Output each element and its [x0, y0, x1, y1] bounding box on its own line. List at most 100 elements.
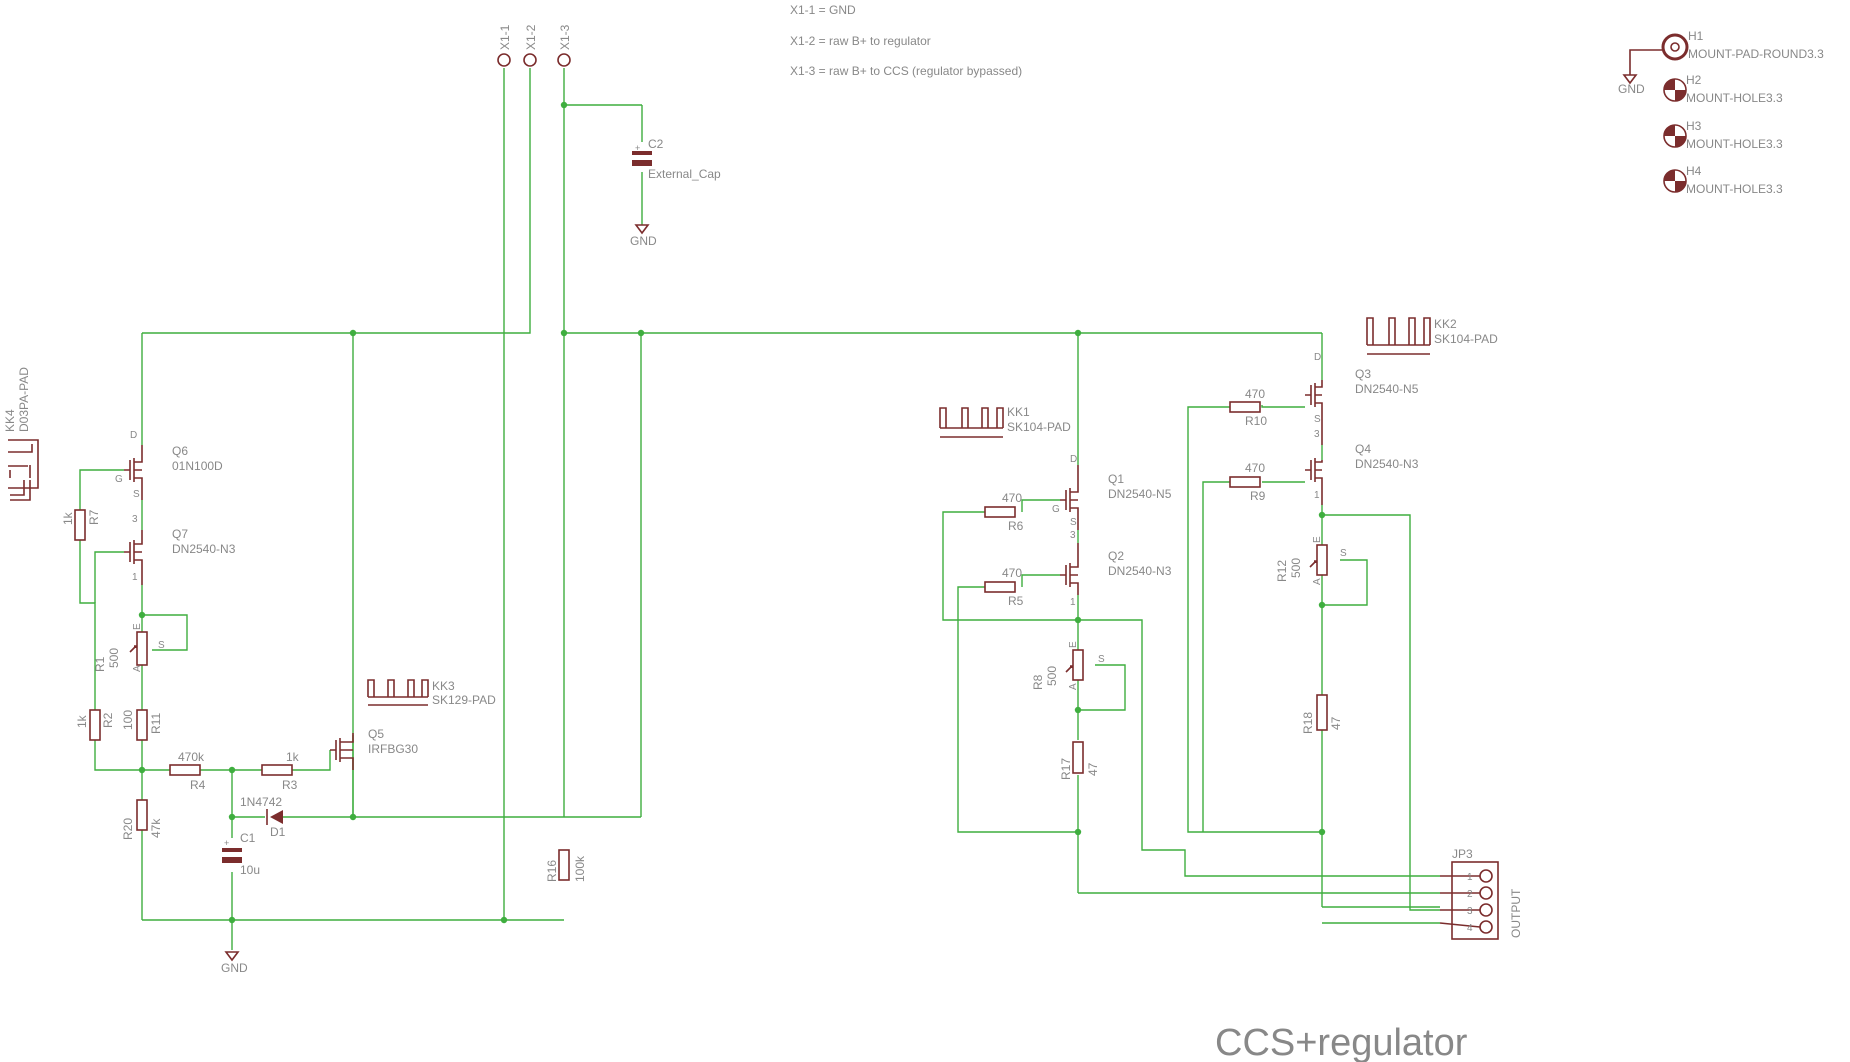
kk1-value: SK104-PAD: [1007, 420, 1071, 434]
transistor-q5: Q5 IRFBG30: [330, 727, 418, 770]
q1-s-pin: S: [1070, 517, 1077, 528]
note-1: X1-1 = GND: [790, 3, 856, 17]
q2-name: Q2: [1108, 549, 1124, 563]
r8-a-pin: A: [1068, 683, 1079, 690]
r1-value: 500: [107, 648, 121, 668]
r4-value: 470k: [178, 750, 205, 764]
transistor-q4: 1 Q4 DN2540-N3: [1305, 442, 1419, 505]
h3-value: MOUNT-HOLE3.3: [1686, 137, 1783, 151]
q4-name: Q4: [1355, 442, 1371, 456]
q3-s-pin: S: [1314, 414, 1321, 425]
r7-value: 1k: [61, 511, 75, 525]
c2-value: External_Cap: [648, 167, 721, 181]
x1-pin2-label: X1-2: [524, 24, 538, 50]
transistor-q7: 3 1 Q7 DN2540-N3: [124, 514, 236, 585]
mounting-holes: H1 MOUNT-PAD-ROUND3.3 H2 MOUNT-HOLE3.3 H…: [1661, 29, 1824, 196]
resistor-r1: E A S R1 500: [93, 623, 165, 672]
d1-name: D1: [270, 825, 286, 839]
r4-name: R4: [190, 778, 206, 792]
heatsink-kk1: KK1 SK104-PAD: [939, 405, 1071, 438]
c1-value: 10u: [240, 863, 260, 877]
q2-p1-pin: 1: [1070, 597, 1076, 608]
connector-x1: X1-1 X1-2 X1-3: [497, 24, 572, 67]
note-3: X1-3 = raw B+ to CCS (regulator bypassed…: [790, 64, 1022, 78]
svg-text:+: +: [224, 838, 229, 848]
r10-name: R10: [1245, 414, 1267, 428]
d1-value: 1N4742: [240, 795, 282, 809]
h1-value: MOUNT-PAD-ROUND3.3: [1688, 47, 1824, 61]
resistor-r5: 470 R5: [984, 566, 1024, 608]
resistor-r12: E A S R12 500: [1275, 536, 1347, 585]
heatsink-kk4: KK4 D03PA-PAD: [3, 367, 39, 501]
svg-text:+: +: [635, 143, 640, 153]
gnd-label-main: GND: [221, 961, 248, 975]
resistor-r7: 1k R7: [61, 509, 101, 541]
resistor-r16: R16 100k: [545, 849, 587, 882]
q1-p3-pin: 3: [1070, 530, 1076, 541]
diode-d1: 1N4742 D1: [240, 795, 286, 839]
notes: X1-1 = GND X1-2 = raw B+ to regulator X1…: [790, 3, 1022, 78]
resistor-r9: 470 R9: [1229, 461, 1266, 503]
r11-value: 100: [121, 710, 135, 730]
q7-p1-pin: 1: [132, 572, 138, 583]
r12-a-pin: A: [1312, 578, 1323, 585]
r1-s-pin: S: [158, 640, 165, 651]
h4-name: H4: [1686, 164, 1702, 178]
resistor-r4: 470k R4: [169, 750, 206, 792]
kk2-name: KK2: [1434, 317, 1457, 331]
c2-name: C2: [648, 137, 664, 151]
r1-name: R1: [93, 656, 107, 672]
h3-name: H3: [1686, 119, 1702, 133]
h2-name: H2: [1686, 73, 1702, 87]
r20-value: 47k: [149, 818, 163, 838]
output-connector-jp3: 1 2 3 4 JP3 OUTPUT: [1439, 847, 1523, 940]
x1-pin3-label: X1-3: [558, 24, 572, 50]
wires: [79, 68, 1440, 950]
q3-name: Q3: [1355, 367, 1371, 381]
q6-g-pin: G: [115, 474, 123, 485]
resistor-r17: R17 47: [1059, 741, 1100, 780]
h4-value: MOUNT-HOLE3.3: [1686, 182, 1783, 196]
q3-d-pin: D: [1314, 352, 1321, 363]
r2-name: R2: [101, 712, 115, 728]
r3-name: R3: [282, 778, 298, 792]
q2-value: DN2540-N3: [1108, 564, 1172, 578]
q4-p1-pin: 1: [1314, 490, 1320, 501]
r8-name: R8: [1031, 674, 1045, 690]
h2-value: MOUNT-HOLE3.3: [1686, 91, 1783, 105]
r12-e-pin: E: [1312, 536, 1323, 543]
resistor-r20: R20 47k: [121, 799, 163, 840]
jp3-pin3: 3: [1467, 906, 1473, 917]
r9-value: 470: [1245, 461, 1265, 475]
resistor-r18: R18 47: [1301, 694, 1343, 734]
r9-name: R9: [1250, 489, 1266, 503]
gnd-label-c2: GND: [630, 234, 657, 248]
q7-value: DN2540-N3: [172, 542, 236, 556]
q4-value: DN2540-N3: [1355, 457, 1419, 471]
heatsink-kk2: KK2 SK104-PAD: [1366, 317, 1498, 355]
gnd-symbol-c2: GND: [630, 224, 657, 248]
r1-e-pin: E: [132, 623, 143, 630]
jp3-pin4: 4: [1467, 923, 1473, 934]
r3-value: 1k: [286, 750, 300, 764]
kk3-value: SK129-PAD: [432, 693, 496, 707]
q7-p3-pin: 3: [132, 514, 138, 525]
resistor-r11: 100 R11: [121, 709, 163, 741]
jp3-pin2: 2: [1467, 889, 1473, 900]
q6-name: Q6: [172, 444, 188, 458]
page-title: CCS+regulator: [1215, 1022, 1468, 1062]
r16-name: R16: [545, 860, 559, 882]
kk1-name: KK1: [1007, 405, 1030, 419]
r12-value: 500: [1289, 558, 1303, 578]
r12-s-pin: S: [1340, 548, 1347, 559]
q1-g-pin: G: [1052, 504, 1060, 515]
r20-name: R20: [121, 818, 135, 840]
r16-value: 100k: [573, 855, 587, 882]
jp3-pin1: 1: [1467, 872, 1473, 883]
r6-name: R6: [1008, 519, 1024, 533]
x1-pin1-label: X1-1: [498, 24, 512, 50]
r8-value: 500: [1045, 666, 1059, 686]
gnd-symbol-main: GND: [221, 951, 248, 975]
transistor-q3: D S 3 Q3 DN2540-N5: [1305, 352, 1419, 445]
r7-name: R7: [87, 509, 101, 525]
